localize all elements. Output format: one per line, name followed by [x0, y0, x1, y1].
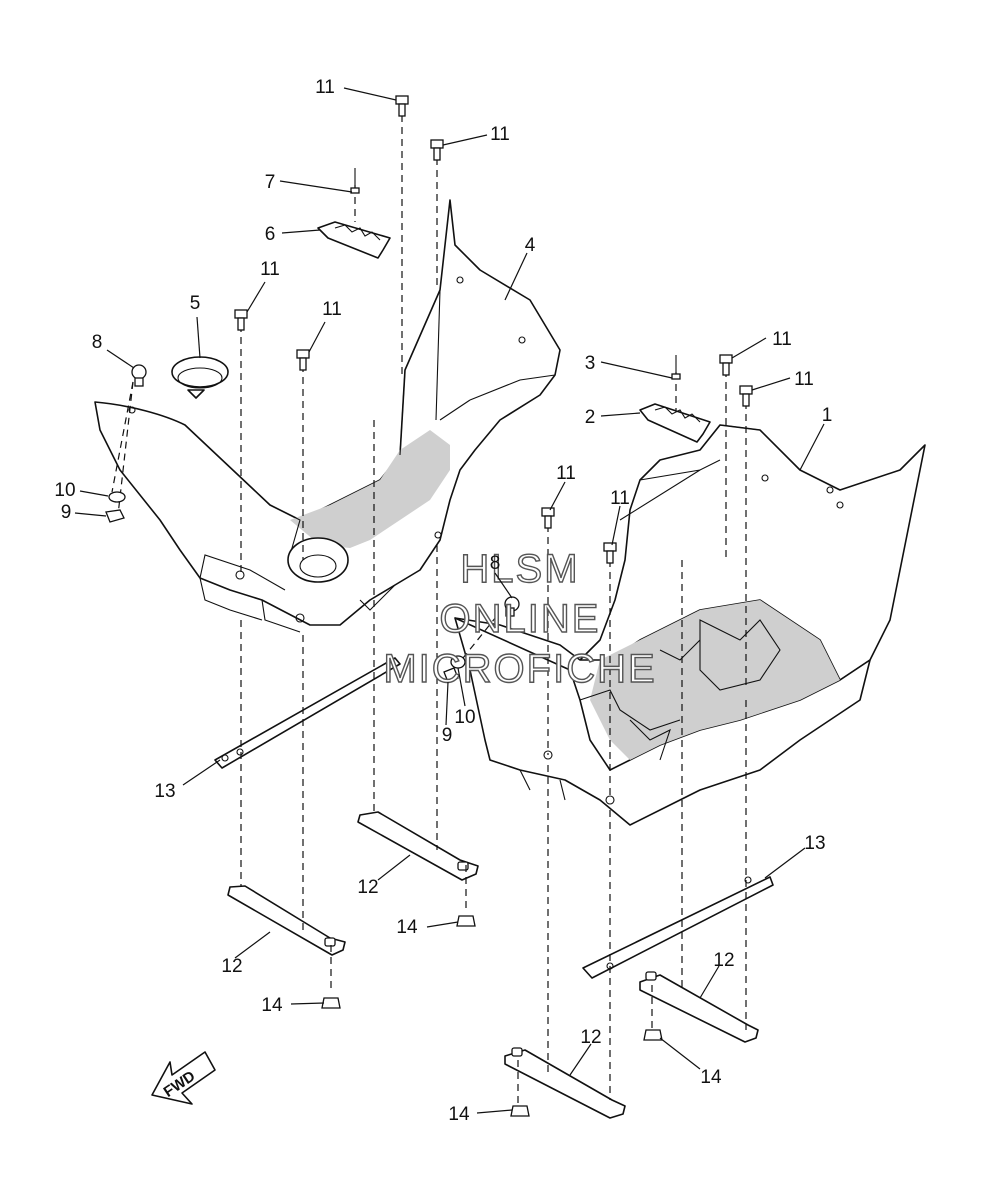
bracket-d: [504, 1047, 626, 1119]
callout-11: 11: [322, 299, 342, 320]
bolt-11c: [234, 309, 248, 331]
right-footrest-panel: [454, 424, 926, 826]
step-plate-right: [639, 403, 711, 443]
leader-lines: [74, 87, 825, 1114]
stay-right: [582, 876, 774, 979]
callout-6: 6: [265, 224, 276, 245]
callout-10: 10: [54, 480, 75, 501]
callout-14: 14: [261, 995, 283, 1016]
callout-11: 11: [610, 488, 630, 509]
nut-9b: [443, 667, 459, 683]
callout-1: 1: [822, 405, 833, 426]
rivet-3: [671, 355, 681, 380]
callout-12: 12: [580, 1027, 601, 1048]
screw-8b: [504, 596, 520, 617]
callout-11: 11: [556, 463, 576, 484]
callout-13: 13: [154, 781, 175, 802]
watermark: HLSM ONLINE MICROFICHE: [383, 546, 656, 691]
callout-9: 9: [442, 725, 453, 746]
nut-14b: [456, 915, 476, 927]
assembly-lines: [111, 115, 747, 1105]
callout-11: 11: [794, 369, 814, 390]
cap-ring: [171, 356, 229, 399]
watermark-line1: HLSM: [460, 547, 579, 591]
callout-labels: 11 11 7 6 4 5 11 11 8 10 9 3 2 11 11 1 1…: [54, 77, 832, 1125]
fwd-arrow-icon: FWD: [151, 1051, 216, 1105]
callout-12: 12: [713, 950, 734, 971]
callout-8: 8: [92, 332, 103, 353]
watermark-line3: MICROFICHE: [383, 647, 656, 691]
callout-12: 12: [357, 877, 378, 898]
callout-14: 14: [396, 917, 418, 938]
rivet-7: [350, 168, 360, 194]
callout-11: 11: [315, 77, 335, 98]
callout-10: 10: [454, 707, 475, 728]
callout-14: 14: [700, 1067, 722, 1088]
stay-left: [214, 657, 401, 769]
callout-9: 9: [61, 502, 72, 523]
nut-14d: [510, 1105, 530, 1117]
bracket-a: [227, 885, 346, 956]
callout-12: 12: [221, 956, 242, 977]
hardware: [105, 95, 753, 1117]
callout-5: 5: [190, 293, 201, 314]
left-footrest-panel: [94, 199, 561, 633]
callout-8: 8: [490, 553, 501, 574]
bolt-11h: [603, 542, 617, 564]
callout-14: 14: [448, 1104, 470, 1125]
callout-11: 11: [772, 329, 792, 350]
washer-10a: [108, 491, 126, 503]
callout-2: 2: [585, 407, 596, 428]
bracket-b: [357, 811, 479, 881]
bracket-c: [639, 971, 759, 1043]
watermark-line2: ONLINE: [440, 597, 601, 641]
bolt-11e: [719, 354, 733, 376]
callout-7: 7: [265, 172, 276, 193]
bolt-11f: [739, 385, 753, 407]
callout-3: 3: [585, 353, 596, 374]
nut-14c: [643, 1029, 663, 1041]
callout-13: 13: [804, 833, 825, 854]
bolt-11d: [296, 349, 310, 371]
bolt-11a: [395, 95, 409, 117]
callout-11: 11: [490, 124, 510, 145]
callout-11: 11: [260, 259, 280, 280]
callout-4: 4: [525, 235, 536, 256]
step-plate-left: [317, 221, 391, 259]
bolt-11b: [430, 139, 444, 161]
nut-14a: [321, 997, 341, 1009]
screw-8a: [131, 364, 147, 387]
bolt-11g: [541, 507, 555, 529]
nut-9a: [105, 509, 125, 523]
